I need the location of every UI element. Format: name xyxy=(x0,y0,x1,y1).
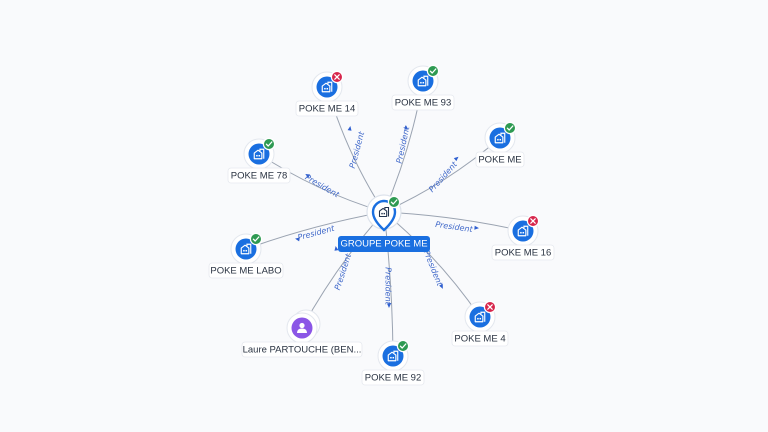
edge-arrow-icon xyxy=(347,126,352,131)
node-label-box xyxy=(491,244,555,261)
graph-node-poke-me-labo[interactable]: POKE ME LABO xyxy=(208,232,284,279)
node-label-box xyxy=(475,151,525,168)
check-badge-icon xyxy=(387,195,401,209)
node-label: POKE ME xyxy=(478,155,521,166)
edge-arrow-icon xyxy=(453,156,459,162)
edge-arrow-icon xyxy=(404,125,409,130)
graph-node-poke-me-14[interactable]: POKE ME 14 xyxy=(295,70,359,117)
graph-node-poke-me-16[interactable]: POKE ME 16 xyxy=(491,214,555,261)
edge-label: President xyxy=(303,173,341,200)
node-label-box xyxy=(295,100,359,117)
node-label-box xyxy=(391,94,455,111)
building-icon xyxy=(253,148,265,160)
node-label: POKE ME LABO xyxy=(210,266,281,277)
node-label: POKE ME 14 xyxy=(299,104,356,115)
edge-label: President xyxy=(395,125,412,165)
edge-label: President xyxy=(422,249,445,288)
graph-node-poke-me-92[interactable]: POKE ME 92 xyxy=(361,339,425,386)
node-label: POKE ME 78 xyxy=(231,171,288,182)
node-label: POKE ME 93 xyxy=(395,98,452,109)
edge-arrow-icon xyxy=(305,174,311,178)
node-label-box xyxy=(451,330,509,347)
building-icon xyxy=(494,132,506,144)
map-pin-icon xyxy=(371,199,397,232)
building-icon xyxy=(417,75,429,87)
edge-label: President xyxy=(435,220,474,234)
edge-label: President xyxy=(333,252,353,291)
edge-label: President xyxy=(297,224,337,243)
building-icon xyxy=(387,350,399,362)
graph-node-poke-me[interactable]: POKE ME xyxy=(475,121,525,168)
building-icon xyxy=(517,225,529,237)
graph-node-poke-me-93[interactable]: POKE ME 93 xyxy=(391,64,455,111)
building-icon xyxy=(378,206,390,218)
edge-label: President xyxy=(384,267,393,305)
edge-arrow-icon xyxy=(387,303,391,308)
check-badge-icon xyxy=(503,121,517,135)
center-label: GROUPE POKE ME xyxy=(340,239,427,250)
node-label: POKE ME 92 xyxy=(365,373,422,384)
cross-badge-icon xyxy=(330,70,344,84)
building-icon xyxy=(321,81,333,93)
check-badge-icon xyxy=(426,64,440,78)
node-label-box xyxy=(227,167,291,184)
graph-node-laure-partouche[interactable]: Laure PARTOUCHE (BEN... xyxy=(241,309,363,358)
graph-nodes: POKE ME 14 POKE ME 93 POKE ME POKE ME 78 POK… xyxy=(208,64,555,386)
node-label: POKE ME 4 xyxy=(454,334,505,345)
node-label-box xyxy=(208,262,284,279)
check-badge-icon xyxy=(262,137,276,151)
graph-node-poke-me-4[interactable]: POKE ME 4 xyxy=(451,300,509,347)
node-label-box xyxy=(361,369,425,386)
edge-label: President xyxy=(427,159,459,194)
person-icon xyxy=(297,322,307,333)
edge-arrow-icon xyxy=(439,283,443,289)
edge-arrow-icon xyxy=(295,237,300,242)
node-label: Laure PARTOUCHE (BEN... xyxy=(243,345,362,356)
node-label: POKE ME 16 xyxy=(495,248,552,259)
edge-arrow-icon xyxy=(334,246,339,251)
node-label-box xyxy=(241,341,363,358)
check-badge-icon xyxy=(396,339,410,353)
cross-badge-icon xyxy=(526,214,540,228)
edge-arrow-icon xyxy=(474,225,479,230)
building-icon xyxy=(474,311,486,323)
cross-badge-icon xyxy=(483,300,497,314)
check-badge-icon xyxy=(249,232,263,246)
center-node[interactable]: GROUPE POKE ME xyxy=(338,194,430,252)
building-icon xyxy=(240,243,252,255)
graph-node-poke-me-78[interactable]: POKE ME 78 xyxy=(227,137,291,184)
center-label-box xyxy=(338,236,430,252)
